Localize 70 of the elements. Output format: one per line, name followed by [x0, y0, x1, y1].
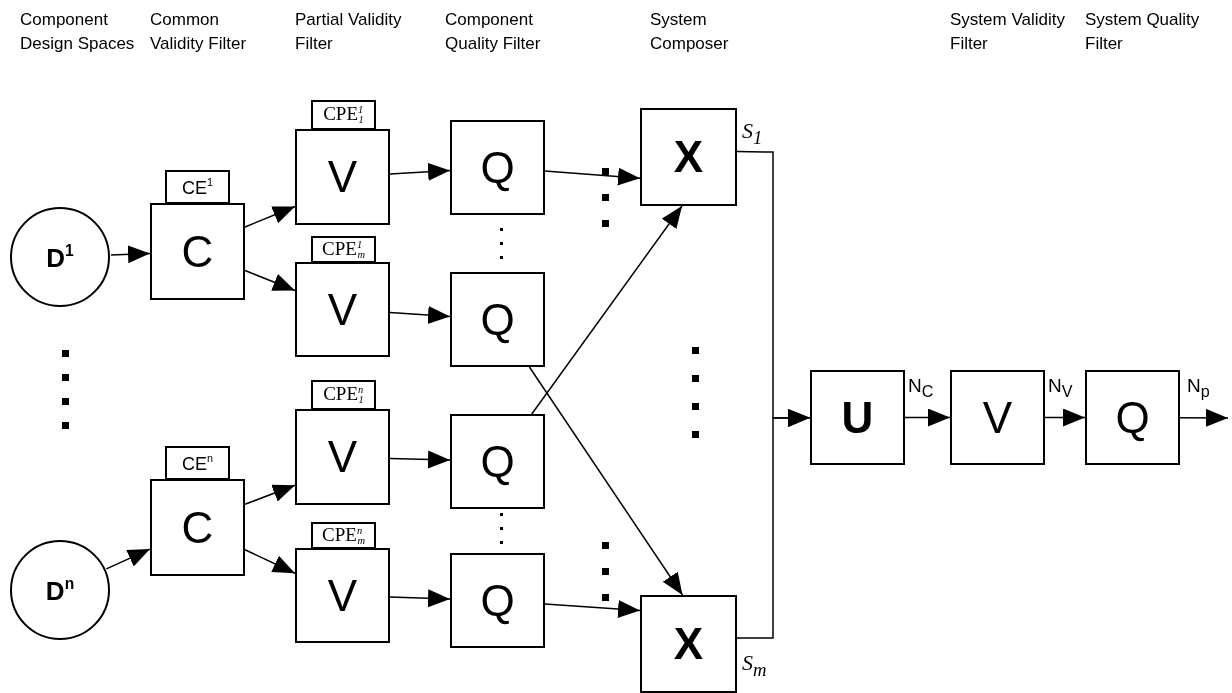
arrow: [1044, 408, 1086, 427]
edge-label: S$_{m}$: [742, 652, 767, 680]
node-label: CE$^{n}$: [182, 453, 213, 473]
node-label: C: [181, 505, 214, 550]
edge-label: N$_{V}$: [1048, 376, 1073, 399]
edge-label: N$_{p}$: [1187, 376, 1210, 399]
tab-box: [311, 100, 376, 130]
process-box: [450, 414, 545, 509]
column-heading: System Quality Filter: [1085, 9, 1201, 55]
arrow: [244, 269, 296, 292]
arrow: [244, 549, 296, 574]
arrow: [389, 450, 451, 469]
node-label: X: [673, 135, 704, 179]
process-box: [295, 409, 390, 505]
node-label: X: [673, 622, 704, 666]
process-box: [295, 548, 390, 643]
edge-label: S$_{1}$: [742, 120, 763, 148]
node-label: D$^{1}$: [46, 243, 74, 271]
edge-label: N$_{C}$: [908, 376, 934, 399]
process-box: [640, 595, 737, 693]
process-box: [450, 553, 545, 648]
node-label: V: [327, 155, 358, 199]
tab-box: [311, 522, 376, 549]
node-label: D$^{n}$: [45, 576, 75, 604]
node-label: CE$^{1}$: [182, 177, 213, 197]
process-box: [1085, 370, 1180, 465]
tab-box: [165, 446, 230, 480]
arrow: [1179, 408, 1229, 427]
node-label: Q: [1115, 395, 1150, 440]
tab-box: [165, 170, 230, 204]
arrow: [528, 366, 684, 596]
column-heading: Component Quality Filter: [445, 9, 542, 55]
column-heading: Partial Validity Filter: [295, 9, 403, 55]
arrow: [105, 548, 151, 570]
arrow: [244, 484, 296, 506]
process-box: [150, 479, 245, 576]
column-heading: System Validity Filter: [950, 9, 1066, 55]
arrow: [531, 205, 683, 415]
arrow: [389, 162, 451, 181]
process-box: [295, 129, 390, 225]
node-label: V: [327, 287, 358, 332]
process-box: [450, 120, 545, 215]
node-label: C: [181, 229, 214, 274]
arrow: [544, 600, 641, 619]
arrow: [904, 408, 951, 427]
column-heading: Common Validity Filter: [150, 9, 248, 55]
column-heading: System Composer: [650, 9, 730, 55]
process-box: [950, 370, 1045, 465]
node-label: V: [327, 435, 358, 479]
arrow: [389, 589, 451, 608]
node-label: Q: [480, 439, 515, 484]
tab-box: [311, 236, 376, 263]
node-label: V: [982, 395, 1013, 440]
tab-box: [311, 380, 376, 410]
process-box: [450, 272, 545, 367]
node-label: Q: [480, 145, 515, 190]
process-box: [810, 370, 905, 465]
arrow: [736, 408, 811, 639]
process-box: [150, 203, 245, 300]
node-label: V: [327, 573, 358, 618]
node-label: U: [841, 395, 874, 440]
node-label: Q: [480, 297, 515, 342]
column-heading: Component Design Spaces: [20, 9, 136, 55]
arrow: [544, 167, 641, 186]
process-box: [640, 108, 737, 206]
node-label: Q: [480, 578, 515, 623]
process-box: [295, 262, 390, 357]
arrow: [244, 205, 296, 228]
arrow: [389, 306, 451, 324]
arrow: [110, 245, 151, 264]
